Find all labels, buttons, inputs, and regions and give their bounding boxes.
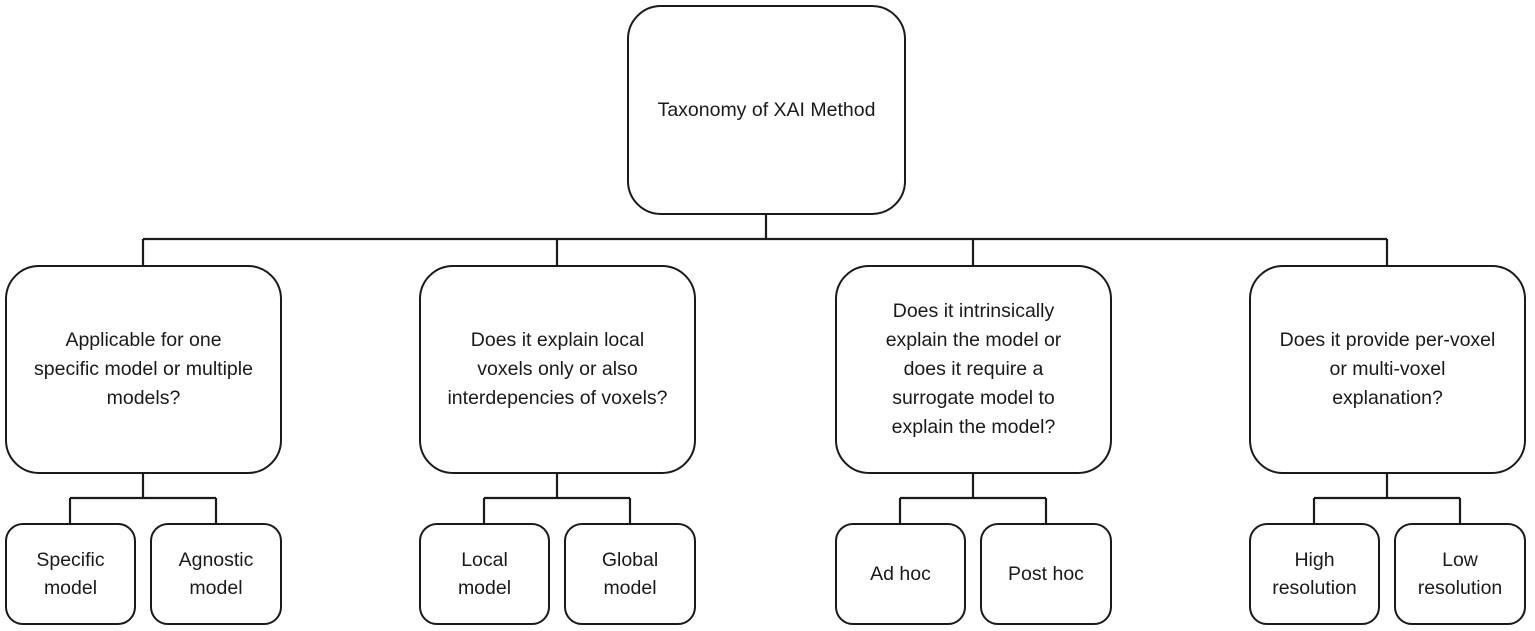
leaf-node-label: Local model [457,549,512,599]
question-node-locality: Does it explain local voxels only or als… [419,265,696,474]
leaf-node-label: Post hoc [1008,563,1084,585]
question-node-intrinsic: Does it intrinsically explain the model … [835,265,1112,474]
leaf-node-label: Global model [601,549,659,599]
question-node-label: Does it provide per-voxel or multi-voxel… [1279,329,1496,409]
leaf-node-label: Low resolution [1417,549,1503,599]
question-node-label: Does it explain local voxels only or als… [447,329,668,409]
leaf-node-high-resolution: High resolution [1249,523,1380,625]
connector-leaves-3 [898,473,1048,524]
leaf-node-label: Agnostic model [178,549,254,599]
root-node: Taxonomy of XAI Method [627,5,906,215]
leaf-node-label: High resolution [1272,549,1357,599]
leaf-node-label: Ad hoc [870,563,931,585]
connector-leaves-4 [1312,473,1462,524]
question-node-label: Applicable for one specific model or mul… [34,329,253,409]
root-node-label: Taxonomy of XAI Method [657,98,876,121]
leaf-node-agnostic-model: Agnostic model [150,523,282,625]
leaf-node-label: Specific model [36,549,105,599]
connector-leaves-1 [68,473,218,524]
leaf-node-post-hoc: Post hoc [980,523,1112,625]
question-node-label: Does it intrinsically explain the model … [885,300,1062,438]
leaf-node-global-model: Global model [564,523,696,625]
connector-leaves-2 [482,473,632,524]
leaf-node-ad-hoc: Ad hoc [835,523,966,625]
leaf-node-low-resolution: Low resolution [1394,523,1526,625]
question-node-resolution: Does it provide per-voxel or multi-voxel… [1249,265,1526,474]
leaf-node-local-model: Local model [419,523,550,625]
leaf-node-specific-model: Specific model [5,523,136,625]
question-node-model-scope: Applicable for one specific model or mul… [5,265,282,474]
